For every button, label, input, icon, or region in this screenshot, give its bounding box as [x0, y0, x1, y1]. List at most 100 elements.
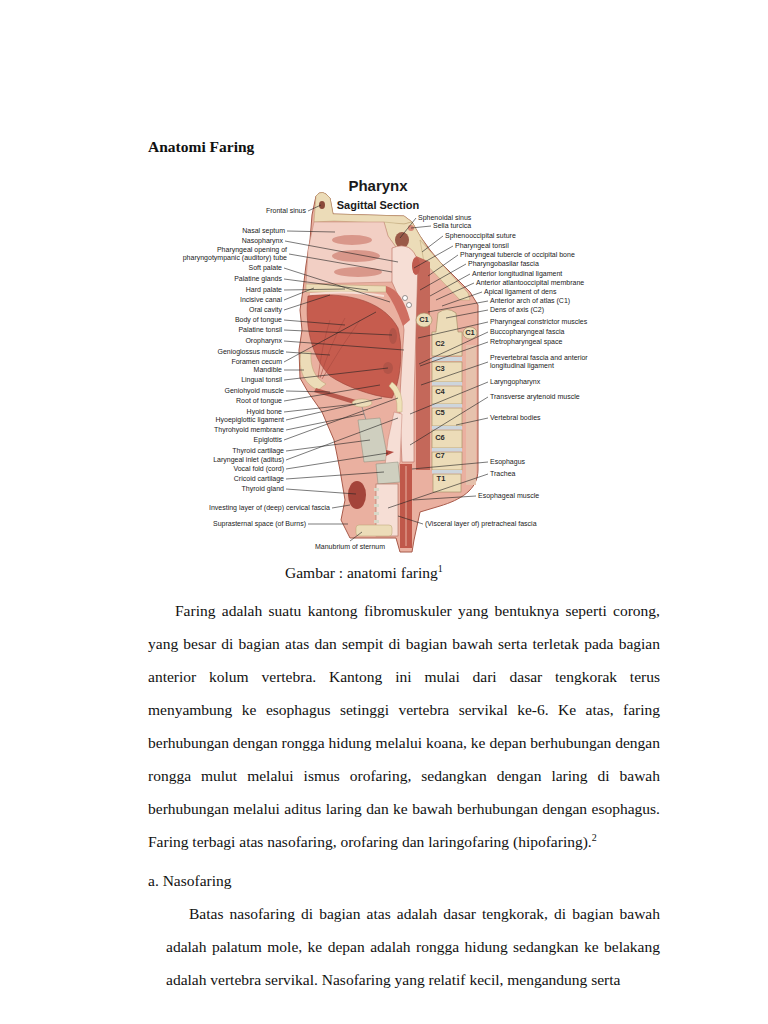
leader-line [428, 255, 458, 276]
vertebra-label: T1 [437, 475, 446, 484]
leader-line [286, 453, 388, 469]
part-label: Thyroid gland [242, 485, 284, 493]
part-label: Prevertebral fascia and anterior longitu… [490, 354, 605, 370]
part-label: Pharyngeal tonsil [455, 242, 509, 250]
part-label: Retropharyngeal space [490, 338, 562, 346]
part-label: Oropharynx [245, 337, 282, 345]
epiglottis [389, 382, 402, 412]
leader-line [414, 246, 453, 268]
part-label: Esophageal muscle [478, 492, 539, 500]
body-paragraph: Batas nasofaring di bagian atas adalah d… [166, 905, 660, 988]
part-label: Geniohyoid muscle [224, 387, 284, 395]
leader-line [284, 320, 345, 325]
thyrohyoid-membrane [362, 407, 366, 420]
nasal-concha [332, 235, 372, 245]
head-neck-outline [299, 192, 478, 552]
part-label: Pharyngeal tubercle of occipital bone [460, 251, 575, 259]
leader-line [284, 398, 398, 440]
nasal-concha [334, 267, 382, 277]
leader-line [421, 362, 488, 385]
esophagus-lumen [406, 466, 407, 546]
part-label: Dens of axis (C2) [490, 306, 544, 314]
cricoid-cartilage [376, 462, 400, 484]
vertebral-body [432, 386, 462, 404]
part-label: Pharyngeal constrictor muscles [490, 318, 587, 326]
axis-vertebra [432, 310, 462, 357]
leader-line [284, 368, 388, 380]
part-label: Sphenoidal sinus [418, 214, 471, 222]
figure-caption: Gambar : anatomi faring [285, 564, 438, 581]
leader-line [446, 310, 488, 318]
vertebral-body [432, 362, 462, 382]
vertebra-label: C5 [435, 409, 445, 418]
geniohyoid-muscle [314, 388, 356, 404]
part-label: Root of tongue [236, 397, 282, 405]
frontal-sinus [319, 201, 325, 209]
leader-line [308, 524, 348, 525]
leader-line [287, 231, 335, 232]
leader-line [308, 205, 321, 211]
vertebra-label: C6 [435, 434, 445, 443]
leader-line [286, 391, 330, 392]
mandible-bone [300, 352, 326, 390]
genioglossus-fiber [322, 320, 360, 379]
leader-line [410, 382, 488, 414]
part-label: Transverse arytenoid muscle [490, 393, 580, 401]
leader-line [410, 397, 488, 445]
leader-line [436, 283, 474, 300]
leader-line [332, 505, 350, 508]
vertebra-label: C3 [435, 365, 445, 374]
leader-line [284, 385, 380, 401]
part-label: Anterior longitudinal ligament [472, 270, 562, 278]
nasal-concha [332, 250, 380, 262]
part-label: Foramen cecum [231, 358, 282, 366]
vertebra-label: C1 [419, 316, 429, 325]
intervertebral-disc [432, 382, 462, 386]
leader-line [388, 474, 488, 508]
leader-line [422, 236, 443, 252]
vertebra-label: C4 [435, 388, 445, 397]
part-label: Pharyngobasilar fascia [468, 260, 539, 268]
leader-line [284, 370, 304, 371]
part-label: Vocal fold (cord) [233, 465, 284, 473]
part-label: Oral cavity [249, 306, 282, 314]
marker-circle [407, 303, 412, 308]
section-title: Anatomi Faring [148, 138, 254, 155]
pharyngeal-tonsil [412, 257, 420, 275]
part-label: Soft palate [249, 264, 282, 272]
tracheal-ring [374, 504, 379, 507]
part-label: Laryngeal inlet (aditus) [213, 456, 284, 464]
part-label: Hyoepiglottic ligament [216, 416, 284, 424]
leader-line [420, 264, 466, 290]
part-label: Genioglossus muscle [217, 348, 284, 356]
part-label: Palatine tonsil [238, 326, 282, 334]
leader-line [286, 489, 356, 494]
vertebra-label: C1 [465, 329, 475, 338]
leader-line [350, 532, 362, 541]
leader-line [284, 288, 314, 300]
part-label: Cricoid cartilage [234, 475, 284, 483]
tracheal-ring [374, 512, 379, 515]
leader-line [412, 462, 488, 469]
part-label: Thyrohyoid membrane [214, 426, 284, 434]
leader-line [284, 289, 345, 290]
part-label: Nasopharynx [242, 237, 283, 245]
tracheal-ring [374, 496, 379, 499]
leader-line [411, 226, 431, 228]
part-label: Esophagus [490, 458, 525, 466]
part-label: Epiglottis [254, 436, 282, 444]
part-label: Hard palate [246, 286, 282, 294]
part-label: Anterior arch of atlas (C1) [490, 297, 570, 305]
oral-cavity-gap [310, 292, 384, 296]
leader-line [289, 254, 392, 272]
part-label: Body of tongue [235, 316, 282, 324]
part-label: Sella turcica [433, 222, 471, 230]
tracheal-ring [374, 520, 379, 523]
leader-line [442, 292, 482, 306]
leader-line [286, 414, 364, 430]
nasal-cavity [306, 222, 398, 284]
hyoid-bone [352, 399, 372, 407]
vertebra-label: C7 [435, 452, 445, 461]
